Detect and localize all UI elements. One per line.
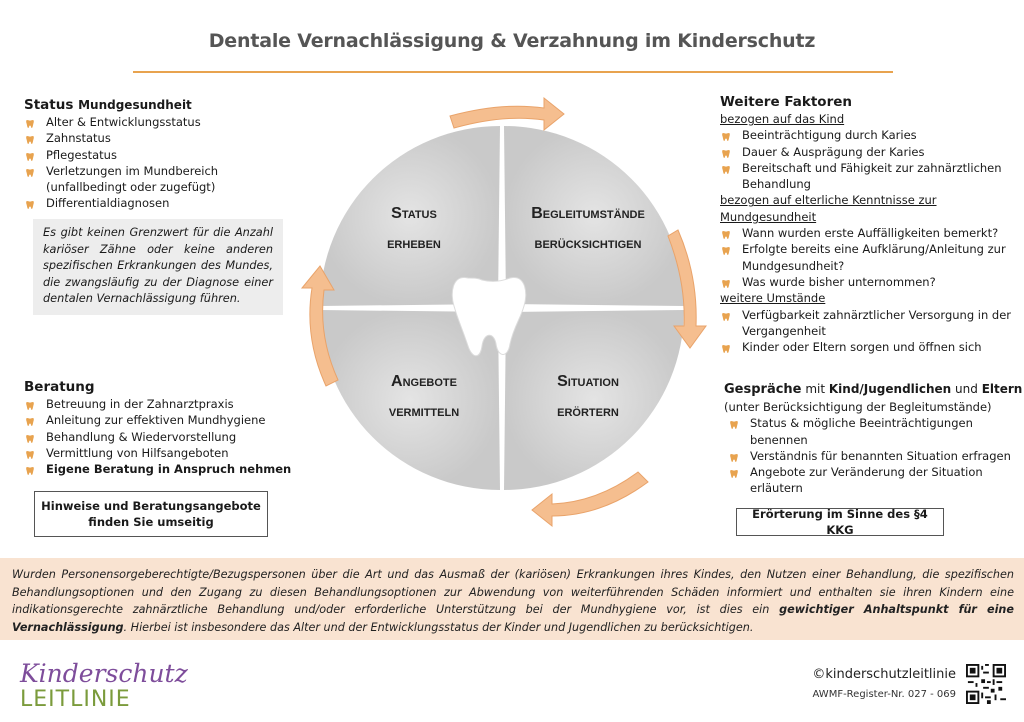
weitere-list-kind: Beeinträchtigung durch Karies Dauer & Au… bbox=[720, 127, 1020, 192]
q2-label-line1: Begleitumstände bbox=[531, 205, 645, 222]
list-item: Bereitschaft und Fähigkeit zur zahnärztl… bbox=[720, 160, 1020, 176]
gespraeche-panel: Gespräche mit Kind/Jugendlichen und Elte… bbox=[724, 380, 1024, 497]
list-item: Dauer & Ausprägung der Karies bbox=[720, 144, 1020, 160]
tooth-icon bbox=[722, 277, 730, 288]
list-item: Pflegestatus bbox=[24, 147, 294, 163]
kinderschutz-logo: Kinderschutz LEITLINIE bbox=[20, 659, 188, 712]
tooth-icon bbox=[722, 244, 730, 256]
tooth-icon bbox=[26, 198, 34, 210]
tooth-icon bbox=[26, 415, 34, 427]
bottom-band bbox=[0, 558, 1024, 640]
list-item: Status & mögliche Beeinträchtigungen bbox=[728, 415, 1024, 431]
list-item: Angebote zur Veränderung der Situation bbox=[728, 464, 1024, 480]
tooth-icon bbox=[722, 130, 730, 142]
cycle-arrows bbox=[300, 96, 707, 528]
cycle-diagram: Status erheben Begleitumstände berücksic… bbox=[300, 96, 707, 528]
arrow-right bbox=[667, 229, 707, 349]
quadrant-begleitumstaende bbox=[504, 126, 684, 306]
list-item: Differentialdiagnosen bbox=[24, 195, 294, 211]
weitere-subheading-kind: bezogen auf das Kind bbox=[720, 112, 845, 126]
gespraeche-heading: Gespräche mit Kind/Jugendlichen und Elte… bbox=[724, 382, 1023, 397]
quadrant-status bbox=[320, 126, 500, 306]
gespraeche-list: Status & mögliche Beeinträchtigungen ben… bbox=[728, 415, 1024, 496]
weitere-subheading-eltern-2: Mundgesundheit bbox=[720, 209, 817, 224]
status-list: Alter & Entwicklungsstatus Zahnstatus Pf… bbox=[24, 114, 294, 212]
weitere-heading: Weitere Faktoren bbox=[720, 94, 852, 110]
tooth-center-icon bbox=[451, 277, 527, 357]
list-item: Erfolgte bereits eine Aufklärung/Anleitu… bbox=[720, 241, 1020, 257]
gespraeche-subline: (unter Berücksichtigung der Begleitumstä… bbox=[724, 400, 992, 414]
tooth-icon bbox=[722, 342, 730, 354]
list-item-continuation: benennen bbox=[750, 432, 808, 447]
list-item: Anleitung zur effektiven Mundhygiene bbox=[24, 412, 304, 428]
list-item: Beeinträchtigung durch Karies bbox=[720, 127, 1020, 143]
q2-label-line2: berücksichtigen bbox=[535, 235, 642, 252]
list-item-continuation: erläutern bbox=[750, 481, 803, 496]
arrow-left bbox=[300, 265, 339, 387]
q1-label-line2: erheben bbox=[387, 235, 441, 252]
arrow-top bbox=[449, 96, 565, 132]
beratung-hint-box: Hinweise und Beratungsangebote finden Si… bbox=[34, 491, 268, 537]
tooth-icon bbox=[722, 147, 730, 158]
weitere-panel: Weitere Faktoren bezogen auf das Kind Be… bbox=[720, 93, 1020, 355]
qr-code-icon bbox=[966, 664, 1006, 704]
list-item-continuation: Behandlung bbox=[742, 177, 811, 192]
beratung-list: Betreuung in der Zahnarztpraxis Anleitun… bbox=[24, 396, 304, 477]
tooth-icon bbox=[26, 448, 34, 459]
q3-label-line2: erörtern bbox=[557, 403, 619, 420]
tooth-icon bbox=[26, 150, 34, 161]
tooth-icon bbox=[26, 133, 34, 145]
copyright-text: ©kinderschutzleitlinie bbox=[812, 667, 956, 682]
list-item: Betreuung in der Zahnarztpraxis bbox=[24, 396, 304, 412]
tooth-icon bbox=[722, 228, 730, 240]
tooth-icon bbox=[26, 166, 34, 177]
list-item: Wann wurden erste Auffälligkeiten bemerk… bbox=[720, 225, 1020, 241]
tooth-icon bbox=[730, 451, 738, 462]
list-item: Vermittlung von Hilfsangeboten bbox=[24, 445, 304, 461]
beratung-heading: Beratung bbox=[24, 379, 95, 395]
tooth-icon bbox=[722, 163, 730, 174]
tooth-icon bbox=[26, 432, 34, 443]
tooth-icon bbox=[730, 467, 738, 479]
list-item-continuation: (unfallbedingt oder zugefügt) bbox=[46, 180, 216, 195]
weitere-list-eltern: Wann wurden erste Auffälligkeiten bemerk… bbox=[720, 225, 1020, 290]
weitere-subheading-eltern: bezogen auf elterliche Kenntnisse zur bbox=[720, 193, 937, 208]
cycle-labels: Status erheben Begleitumstände berücksic… bbox=[387, 205, 645, 420]
cycle-quadrants bbox=[320, 126, 684, 490]
bottom-statement: Wurden Personensorgeberechtigte/Bezugspe… bbox=[12, 568, 1014, 634]
quadrant-situation bbox=[504, 310, 684, 490]
tooth-icon bbox=[722, 310, 730, 321]
page-title: Dentale Vernachlässigung & Verzahnung im… bbox=[208, 30, 816, 52]
weitere-subheading-umstaende: weitere Umstände bbox=[720, 291, 826, 306]
quadrant-angebote bbox=[320, 310, 500, 490]
list-item: Was wurde bisher unternommen? bbox=[720, 274, 1020, 290]
status-heading: Status Mundgesundheit bbox=[24, 97, 192, 113]
list-item-continuation: Mundgesundheit? bbox=[742, 258, 845, 273]
list-item: Zahnstatus bbox=[24, 130, 294, 146]
q4-label-line1: Angebote bbox=[391, 373, 457, 390]
title-divider bbox=[133, 71, 893, 73]
list-item-bold: Eigene Beratung in Anspruch nehmen bbox=[24, 461, 304, 477]
awmf-register: AWMF-Register-Nr. 027 - 069 bbox=[812, 689, 956, 700]
tooth-icon bbox=[26, 399, 34, 410]
q4-label-line2: vermitteln bbox=[389, 403, 459, 420]
kkg-box: Erörterung im Sinne des §4 KKG bbox=[736, 507, 944, 537]
list-item: Verletzungen im Mundbereich bbox=[24, 163, 294, 179]
tooth-icon bbox=[26, 464, 34, 476]
beratung-panel: Beratung Betreuung in der Zahnarztpraxis… bbox=[24, 378, 304, 477]
status-panel: Status Mundgesundheit Alter & Entwicklun… bbox=[24, 96, 294, 212]
list-item: Verständnis für benannten Situation erfr… bbox=[728, 448, 1024, 464]
list-item: Kinder oder Eltern sorgen und öffnen sic… bbox=[720, 339, 1020, 355]
list-item: Behandlung & Wiedervorstellung bbox=[24, 429, 304, 445]
list-item-continuation: Vergangenheit bbox=[742, 323, 826, 338]
q1-label-line1: Status bbox=[391, 205, 437, 222]
weitere-list-umstaende: Verfügbarkeit zahnärztlicher Versorgung … bbox=[720, 307, 1020, 356]
tooth-icon bbox=[26, 117, 34, 128]
list-item: Verfügbarkeit zahnärztlicher Versorgung … bbox=[720, 307, 1020, 323]
tooth-icon bbox=[730, 418, 738, 430]
q3-label-line1: Situation bbox=[557, 373, 619, 390]
status-note: Es gibt keinen Grenzwert für die Anzahl … bbox=[33, 219, 283, 315]
arrow-bottom bbox=[531, 471, 649, 528]
list-item: Alter & Entwicklungsstatus bbox=[24, 114, 294, 130]
